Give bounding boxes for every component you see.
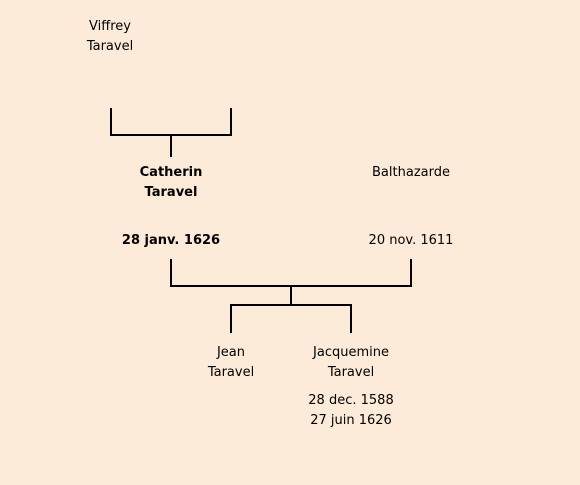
person-catherin-date: 28 janv. 1626 <box>121 233 221 248</box>
person-jacquemine-last-name: Taravel <box>327 365 375 380</box>
person-jean-first-name: Jean <box>216 345 246 360</box>
person-balthazarde-first-name: Balthazarde <box>372 165 450 180</box>
person-viffrey-last-name: Taravel <box>86 39 134 54</box>
person-balthazarde-date: 20 nov. 1611 <box>368 233 454 248</box>
marriage-bracket <box>170 259 412 287</box>
person-jean-last-name: Taravel <box>207 365 255 380</box>
children-bracket <box>230 304 352 333</box>
parent-bracket-viffrey <box>110 108 232 136</box>
person-catherin-first-name: Catherin <box>139 165 203 180</box>
person-jacquemine-death-date: 27 juin 1626 <box>310 413 392 428</box>
person-jacquemine-first-name: Jacquemine <box>313 345 389 360</box>
person-jacquemine-birth-date: 28 dec. 1588 <box>308 393 394 408</box>
person-viffrey-first-name: Viffrey <box>89 19 131 34</box>
person-catherin-last-name: Taravel <box>144 185 198 200</box>
